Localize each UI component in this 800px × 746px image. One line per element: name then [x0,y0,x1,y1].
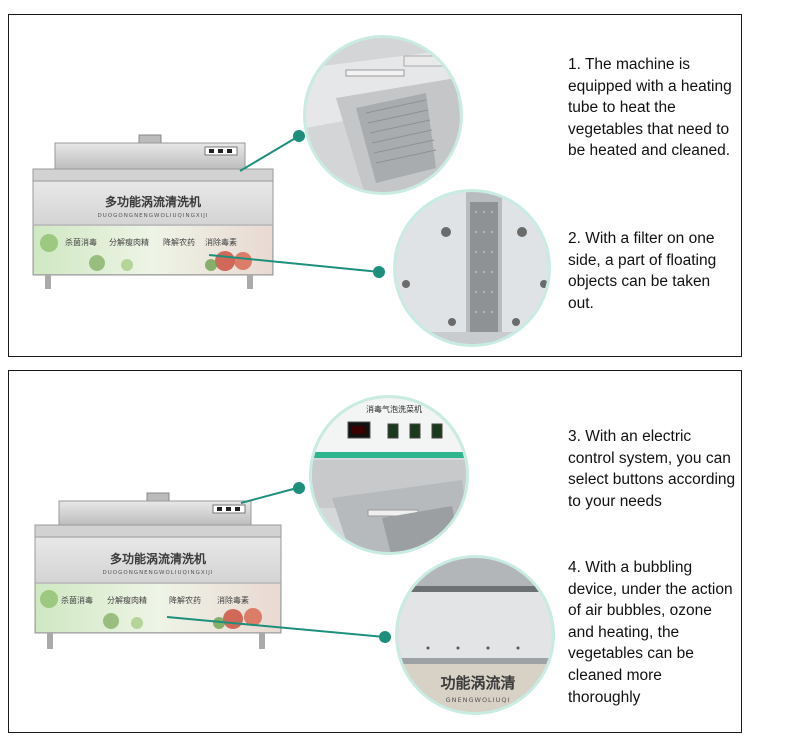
machine-label-1: 杀菌消毒 [65,237,97,247]
callout-dot-heating [293,130,305,142]
callout-dot-filter [373,266,385,278]
washing-machine-image: 多功能涡流清洗机 DUOGONGNENGWOLIUQINGXIJI 杀菌消毒 分… [32,134,274,289]
machine-label-3: 降解农药 [169,595,201,605]
machine-label-1: 杀菌消毒 [61,595,93,605]
zoom-bubbling-device: 功能涡流清 GNENGWOLIUQI [395,555,555,715]
zoom-heating-tube [303,35,463,195]
machine-label-4: 消除毒素 [205,237,237,247]
machine-pinyin: DUOGONGNENGWOLIUQINGXIJI [103,570,214,576]
caption-filter: 2. With a filter on one side, a part of … [568,230,717,312]
control-panel-label: 消毒气泡洗菜机 [366,404,422,414]
machine-title-zh: 多功能涡流清洗机 [110,551,206,566]
feature-panel-heating-filter: 多功能涡流清洗机 DUOGONGNENGWOLIUQINGXIJI 杀菌消毒 分… [8,14,742,357]
machine-label-3: 降解农药 [163,237,195,247]
feature-panel-control-bubbling: 多功能涡流清洗机 DUOGONGNENGWOLIUQINGXIJI 杀菌消毒 分… [8,370,742,733]
zoom-control-panel: 消毒气泡洗菜机 [309,395,469,555]
callout-lines [208,135,381,273]
machine-label-4: 消除毒素 [217,595,249,605]
caption-bubbling-device: 4. With a bubbling device, under the act… [568,559,733,706]
caption-control-system: 3. With an electric control system, you … [568,428,736,510]
closeup-pinyin: GNENGWOLIUQI [446,696,511,704]
machine-label-2: 分解瘦肉精 [109,237,149,247]
machine-label-2: 分解瘦肉精 [107,595,147,605]
machine-title-zh: 多功能涡流清洗机 [105,194,201,209]
machine-pinyin: DUOGONGNENGWOLIUQINGXIJI [98,213,209,219]
zoom-filter [393,189,551,347]
callout-dot-bubbling [379,631,391,643]
callout-lines [166,487,386,638]
caption-heating-tube: 1. The machine is equipped with a heatin… [568,56,732,160]
closeup-title-zh: 功能涡流清 [440,674,515,692]
callout-dot-control [293,482,305,494]
